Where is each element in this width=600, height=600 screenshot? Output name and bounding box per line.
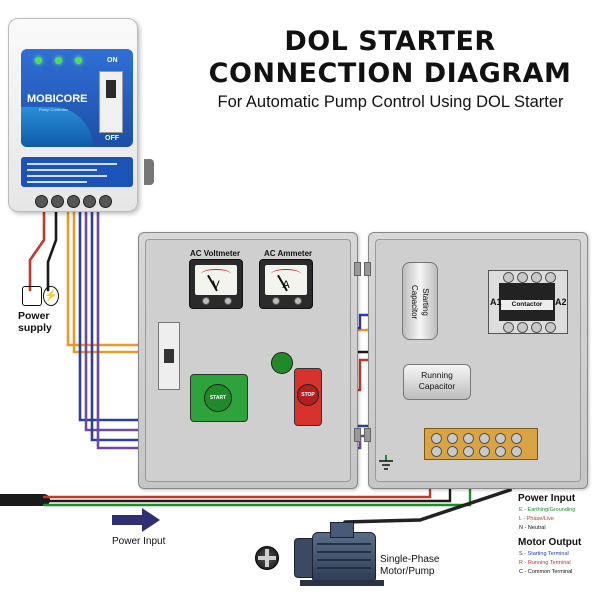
ammeter-label: AC Ammeter bbox=[264, 249, 313, 258]
breaker-lever[interactable] bbox=[106, 80, 116, 98]
power-supply-label: Power supply bbox=[18, 310, 52, 334]
terminal-screw bbox=[479, 446, 490, 457]
status-led-3 bbox=[75, 57, 82, 64]
a2-label: A2 bbox=[555, 297, 567, 307]
a1-label: A1 bbox=[490, 297, 502, 307]
voltmeter: V bbox=[189, 259, 243, 309]
info-line bbox=[27, 169, 97, 171]
terminal-screw bbox=[431, 433, 442, 444]
legend-common: C - Common Terminal bbox=[519, 569, 573, 575]
stop-button-label: STOP bbox=[301, 392, 315, 398]
terminal-screw bbox=[463, 446, 474, 457]
terminal-screw bbox=[517, 272, 528, 283]
controller-button-1[interactable] bbox=[35, 195, 48, 208]
mcb-lever[interactable] bbox=[164, 349, 174, 363]
terminal-screw bbox=[511, 446, 522, 457]
pump-controller: MOBICORE Pump Controller ON OFF bbox=[8, 18, 154, 212]
controller-display: MOBICORE Pump Controller ON OFF bbox=[21, 49, 133, 147]
terminal-screw bbox=[202, 297, 210, 305]
terminal-screw bbox=[224, 297, 232, 305]
terminal-screw bbox=[495, 433, 506, 444]
controller-side-knob bbox=[144, 159, 154, 185]
wire-black-controller bbox=[46, 208, 58, 292]
power-input-arrow-head bbox=[142, 508, 160, 532]
legend-motor-output-title: Motor Output bbox=[518, 537, 582, 548]
info-line bbox=[27, 163, 117, 165]
legend-starting: S - Starting Terminal bbox=[519, 551, 569, 557]
info-line bbox=[27, 181, 87, 183]
hinge bbox=[354, 428, 361, 442]
off-label: OFF bbox=[105, 135, 119, 142]
ground-icon bbox=[379, 455, 393, 470]
legend-running: R - Running Terminal bbox=[519, 560, 571, 566]
terminal-screw bbox=[503, 272, 514, 283]
terminal-screw bbox=[294, 297, 302, 305]
info-line bbox=[27, 175, 107, 177]
legend-earth: E - Earthing/Grounding bbox=[519, 507, 576, 513]
ammeter-unit: A bbox=[282, 279, 290, 291]
contactor-label: Contactor bbox=[501, 300, 553, 310]
controller-info-panel bbox=[21, 157, 133, 187]
running-capacitor: Running Capacitor bbox=[403, 364, 471, 400]
start-button-label: START bbox=[209, 395, 227, 401]
fan-icon bbox=[255, 546, 279, 570]
controller-button-2[interactable] bbox=[51, 195, 64, 208]
motor-pump bbox=[312, 532, 376, 584]
contactor: Contactor A1 A2 bbox=[488, 270, 568, 334]
page-title-line1: DOL STARTER bbox=[284, 26, 496, 57]
motor-label: Single-Phase Motor/Pump bbox=[380, 554, 440, 577]
terminal-screw bbox=[545, 322, 556, 333]
hinge bbox=[364, 262, 371, 276]
mcb-breaker[interactable] bbox=[158, 322, 180, 390]
wire-red-controller bbox=[28, 208, 46, 292]
terminal-screw bbox=[447, 446, 458, 457]
page-subtitle: For Automatic Pump Control Using DOL Sta… bbox=[217, 93, 564, 111]
controller-brand: MOBICORE bbox=[27, 93, 88, 105]
terminal-screw bbox=[272, 297, 280, 305]
hinge bbox=[354, 262, 361, 276]
starting-capacitor: Starting Capacitor bbox=[402, 262, 438, 340]
stop-button[interactable]: STOP bbox=[297, 384, 319, 406]
legend-live: L - Phase/Live bbox=[519, 516, 554, 522]
terminal-screw bbox=[511, 433, 522, 444]
terminal-screw bbox=[531, 322, 542, 333]
starting-capacitor-label: Starting Capacitor bbox=[410, 285, 430, 320]
hinge bbox=[364, 428, 371, 442]
power-input-arrow bbox=[112, 515, 142, 525]
bolt-icon: ⚡ bbox=[43, 286, 59, 306]
terminal-screw bbox=[517, 322, 528, 333]
controller-breaker[interactable] bbox=[99, 71, 123, 133]
terminal-screw bbox=[545, 272, 556, 283]
legend-power-input-title: Power Input bbox=[518, 493, 576, 504]
terminal-screw bbox=[431, 446, 442, 457]
motor-terminal-box bbox=[330, 522, 354, 538]
voltmeter-label: AC Voltmeter bbox=[190, 249, 241, 258]
on-label: ON bbox=[107, 57, 118, 64]
running-capacitor-label: Running Capacitor bbox=[418, 370, 456, 391]
page-title-line2: CONNECTION DIAGRAM bbox=[208, 58, 572, 89]
indicator-lamp bbox=[271, 352, 293, 374]
status-led-2 bbox=[55, 57, 62, 64]
water-wave-graphic bbox=[21, 107, 93, 147]
controller-brand-sub: Pump Controller bbox=[39, 107, 68, 112]
terminal-screw bbox=[463, 433, 474, 444]
terminal-screw bbox=[495, 446, 506, 457]
terminal-screw bbox=[531, 272, 542, 283]
plug-icon bbox=[22, 286, 42, 306]
power-input-label: Power Input bbox=[112, 536, 166, 547]
controller-button-3[interactable] bbox=[67, 195, 80, 208]
start-button[interactable]: START bbox=[204, 384, 232, 412]
ammeter: A bbox=[259, 259, 313, 309]
legend-neutral: N - Neutral bbox=[519, 525, 546, 531]
controller-button-4[interactable] bbox=[83, 195, 96, 208]
terminal-screw bbox=[447, 433, 458, 444]
motor-base bbox=[300, 580, 384, 586]
terminal-screw bbox=[503, 322, 514, 333]
terminal-screw bbox=[479, 433, 490, 444]
terminal-block bbox=[424, 428, 538, 460]
controller-button-5[interactable] bbox=[99, 195, 112, 208]
status-led-1 bbox=[35, 57, 42, 64]
voltmeter-unit: V bbox=[212, 279, 220, 291]
